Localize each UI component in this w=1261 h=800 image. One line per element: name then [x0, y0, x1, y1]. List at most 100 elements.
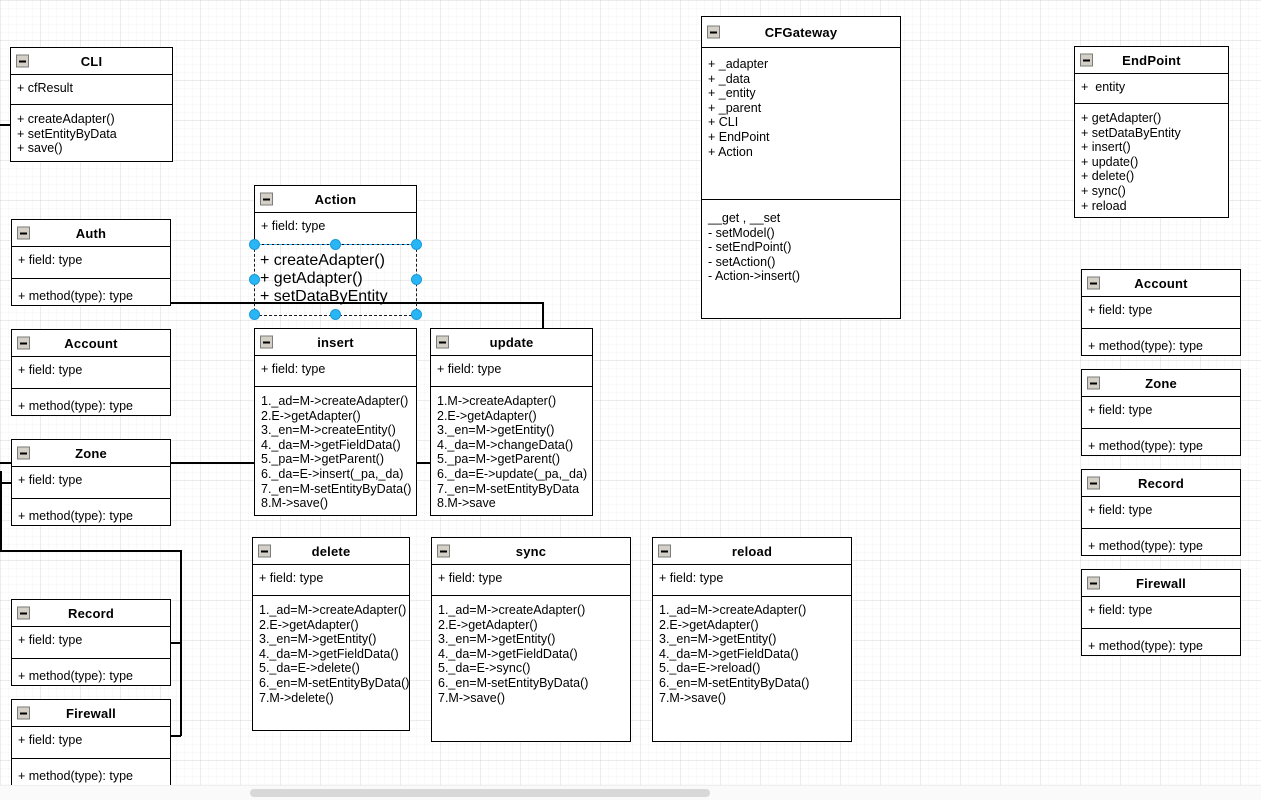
class-box-zone-left[interactable]: Zone + field: type + method(type): type [11, 439, 171, 526]
class-attributes-delete: + field: type [253, 565, 409, 596]
operation-row: 6._da=E->insert(_pa,_da) [261, 466, 404, 481]
attribute-row: + field: type [261, 362, 326, 376]
attribute-row: + _adapter [708, 57, 769, 71]
attribute-row: + field: type [438, 571, 503, 585]
class-header-insert: insert [255, 329, 416, 356]
class-attributes-insert: + field: type [255, 356, 416, 387]
class-box-auth[interactable]: Auth + field: type + method(type): type [11, 219, 171, 306]
operation-row: 4._da=M->getFieldData() [261, 437, 401, 452]
attribute-row: + field: type [18, 633, 83, 647]
class-header-record-left: Record [12, 600, 170, 627]
attribute-row: + field: type [1088, 403, 1153, 417]
operation-row: 1._ad=M->createAdapter() [438, 603, 586, 617]
minus-box-icon[interactable] [17, 706, 30, 720]
class-box-firewall-left[interactable]: Firewall + field: type + method(type): t… [11, 699, 171, 786]
operation-row: + method(type): type [1088, 539, 1203, 553]
class-box-update[interactable]: update + field: type 1.M->createAdapter(… [430, 328, 593, 516]
minus-box-icon[interactable] [258, 544, 271, 558]
operation-row: - setModel() [708, 225, 775, 240]
class-header-cli: CLI [11, 48, 172, 75]
class-box-firewall-right[interactable]: Firewall + field: type + method(type): t… [1081, 569, 1241, 656]
class-attributes-firewall-left: + field: type [12, 727, 170, 759]
class-header-firewall-right: Firewall [1082, 570, 1240, 597]
resize-handle-sw[interactable] [249, 309, 260, 320]
operation-row: + update() [1081, 154, 1139, 169]
minus-box-icon[interactable] [1087, 476, 1100, 490]
connector-zone-stub-v [0, 471, 2, 483]
minus-box-icon[interactable] [17, 226, 30, 240]
class-title: update [489, 334, 534, 350]
operation-row: + method(type): type [18, 289, 133, 303]
attribute-row: + field: type [259, 571, 324, 585]
resize-handle-s[interactable] [330, 309, 341, 320]
attribute-row: + field: type [18, 253, 83, 267]
class-box-account-left[interactable]: Account + field: type + method(type): ty… [11, 329, 171, 416]
scrollbar-thumb[interactable] [250, 789, 710, 797]
class-operations-account-left: + method(type): type [12, 389, 170, 422]
horizontal-scrollbar[interactable] [0, 785, 1261, 800]
class-box-cfgateway[interactable]: CFGateway + _adapter + _data + _entity +… [701, 16, 901, 319]
minus-box-icon[interactable] [1087, 276, 1100, 290]
operation-row: + delete() [1081, 169, 1135, 184]
resize-handle-n[interactable] [330, 239, 341, 250]
attribute-row: + _parent [708, 100, 762, 115]
class-operations-firewall-right: + method(type): type [1082, 629, 1240, 662]
class-operations-record-left: + method(type): type [12, 659, 170, 692]
operation-row: + getAdapter() [260, 270, 363, 287]
class-title: Action [314, 191, 357, 207]
minus-box-icon[interactable] [1087, 376, 1100, 390]
operation-row: 3._en=M->getEntity() [659, 632, 777, 647]
class-attributes-action: + field: type [255, 213, 416, 244]
resize-handle-ne[interactable] [411, 239, 422, 250]
class-box-cli[interactable]: CLI + cfResult + createAdapter() + setEn… [10, 47, 173, 162]
class-box-account-right[interactable]: Account + field: type + method(type): ty… [1081, 269, 1241, 356]
operation-row: 2.E->getAdapter() [659, 617, 759, 632]
minus-box-icon[interactable] [1087, 576, 1100, 590]
resize-handle-e[interactable] [411, 274, 422, 285]
operation-row: 5._pa=M->getParent() [437, 452, 560, 467]
class-box-insert[interactable]: insert + field: type 1._ad=M->createAdap… [254, 328, 417, 516]
class-header-auth: Auth [12, 220, 170, 247]
minus-box-icon[interactable] [658, 544, 671, 558]
class-header-zone-left: Zone [12, 440, 170, 467]
minus-box-icon[interactable] [436, 335, 449, 349]
class-box-sync[interactable]: sync + field: type 1._ad=M->createAdapte… [431, 537, 631, 742]
resize-handle-se[interactable] [411, 309, 422, 320]
class-title: Zone [75, 445, 107, 461]
operation-row: 6._en=M-setEntityByData() [259, 675, 410, 690]
minus-box-icon[interactable] [1080, 53, 1093, 67]
class-box-endpoint[interactable]: EndPoint + entity + getAdapter() + setDa… [1074, 46, 1229, 218]
class-title: Firewall [1135, 575, 1186, 591]
minus-box-icon[interactable] [437, 544, 450, 558]
class-title: Record [1138, 475, 1184, 491]
operation-row: + method(type): type [1088, 339, 1203, 353]
attribute-row: + field: type [1088, 603, 1153, 617]
class-title: reload [731, 543, 773, 559]
attribute-row: + CLI [708, 115, 739, 130]
class-box-zone-right[interactable]: Zone + field: type + method(type): type [1081, 369, 1241, 456]
class-attributes-auth: + field: type [12, 247, 170, 279]
class-box-delete[interactable]: delete + field: type 1._ad=M->createAdap… [252, 537, 410, 731]
class-operations-firewall-left: + method(type): type [12, 759, 170, 792]
class-box-reload[interactable]: reload + field: type 1._ad=M->createAdap… [652, 537, 852, 742]
operation-row: + method(type): type [1088, 439, 1203, 453]
resize-handle-w[interactable] [249, 274, 260, 285]
minus-box-icon[interactable] [260, 192, 273, 206]
operation-row: + createAdapter() [260, 252, 385, 269]
attribute-row: + EndPoint [708, 129, 770, 144]
minus-box-icon[interactable] [260, 335, 273, 349]
operation-row: 4._da=M->getFieldData() [659, 646, 799, 661]
minus-box-icon[interactable] [16, 54, 29, 68]
class-operations-record-right: + method(type): type [1082, 529, 1240, 562]
minus-box-icon[interactable] [707, 25, 720, 39]
class-box-action[interactable]: Action + field: type [254, 185, 417, 245]
resize-handle-nw[interactable] [249, 239, 260, 250]
minus-box-icon[interactable] [17, 446, 30, 460]
class-title: sync [515, 543, 547, 559]
minus-box-icon[interactable] [17, 336, 30, 350]
class-box-record-right[interactable]: Record + field: type + method(type): typ… [1081, 469, 1241, 556]
minus-box-icon[interactable] [17, 606, 30, 620]
class-box-record-left[interactable]: Record + field: type + method(type): typ… [11, 599, 171, 686]
class-operations-auth: + method(type): type [12, 279, 170, 312]
